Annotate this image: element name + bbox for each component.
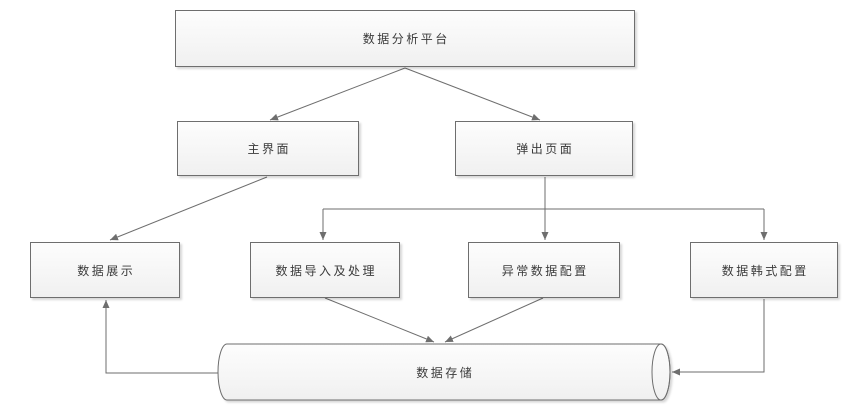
edge-format-to-storage (672, 299, 765, 376)
storage-cylinder-body (217, 343, 671, 401)
node-import-label: 数据导入及处理 (275, 263, 377, 278)
node-abnormal-label: 异常数据配置 (501, 263, 589, 278)
edge-import-to-storage (324, 297, 435, 343)
node-display: 数据展示 (30, 242, 180, 298)
node-main-ui-label: 主界面 (247, 142, 291, 156)
node-popup-label: 弹出页面 (516, 142, 575, 156)
edge-platform-to-popup (404, 67, 541, 121)
node-import: 数据导入及处理 (250, 242, 400, 298)
storage-cylinder-cap (651, 343, 671, 401)
edge-main-ui-to-display (109, 176, 268, 241)
edge-platform-to-main-ui (269, 67, 406, 121)
node-storage-cylinder (217, 343, 671, 401)
node-platform-label: 数据分析平台 (362, 32, 450, 46)
node-display-label: 数据展示 (77, 263, 136, 278)
node-format: 数据韩式配置 (690, 242, 838, 298)
edge-storage-to-display (102, 300, 219, 374)
edge-abnormal-to-storage (444, 297, 544, 343)
node-format-label: 数据韩式配置 (721, 263, 809, 278)
node-abnormal: 异常数据配置 (468, 242, 620, 298)
node-main-ui: 主界面 (177, 121, 359, 176)
node-platform: 数据分析平台 (175, 10, 635, 67)
node-popup: 弹出页面 (455, 121, 633, 176)
